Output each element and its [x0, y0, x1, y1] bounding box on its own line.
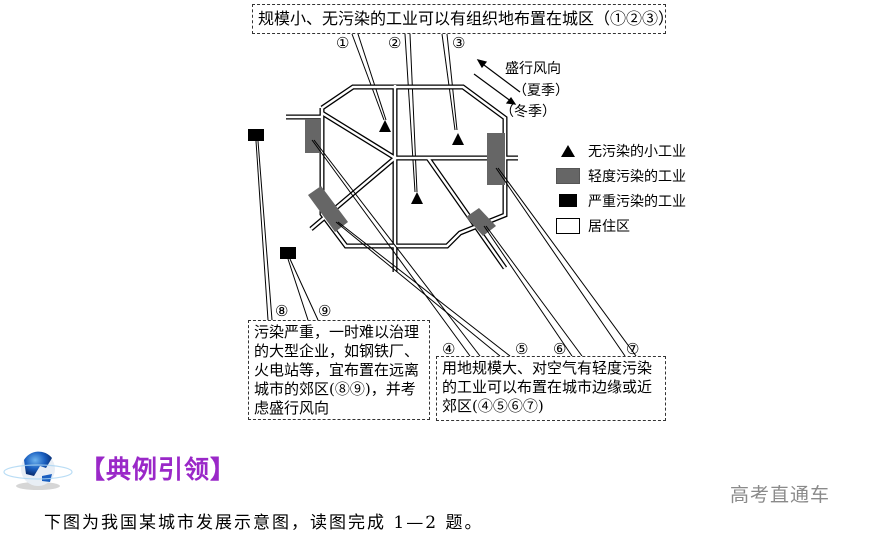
marker-4: ④	[442, 340, 456, 358]
legend-item-light-pollution: 轻度污染的工业	[556, 163, 686, 188]
marker-5: ⑤	[515, 340, 529, 358]
black-square-icon	[556, 193, 580, 209]
marker-3: ③	[452, 34, 466, 52]
section-header: 【典例引领】	[0, 448, 300, 493]
heavy-pollution-note: 污染严重，一时难以治理的大型企业，如钢铁厂、火电站等，宜布置在远离城市的郊区(⑧…	[248, 320, 430, 420]
small-clean-industry-triangles	[379, 120, 464, 204]
marker-1: ①	[336, 34, 350, 52]
light-pollution-note: 用地规模大、对空气有轻度污染的工业可以布置在城市边缘或近郊区(④⑤⑥⑦)	[436, 356, 666, 421]
small-clean-industry-note: 规模小、无污染的工业可以有组织地布置在城区（①②③）	[252, 4, 674, 34]
marker-7: ⑦	[626, 340, 640, 358]
wind-winter: （冬季）	[500, 104, 556, 120]
wind-title: 盛行风向	[505, 61, 561, 77]
marker-9: ⑨	[318, 302, 332, 320]
wind-summer: （夏季）	[513, 83, 569, 99]
legend-item-clean-industry: 无污染的小工业	[556, 138, 686, 163]
marker-2: ②	[388, 34, 402, 52]
white-square-icon	[556, 217, 580, 234]
marker-6: ⑥	[553, 340, 567, 358]
heavy-pollution-industry-blocks	[248, 129, 296, 259]
legend-item-residential: 居住区	[556, 213, 686, 238]
triangle-icon	[556, 143, 580, 159]
gray-square-icon	[556, 167, 580, 184]
leader-lines-bottom	[255, 139, 637, 357]
marker-8: ⑧	[275, 302, 289, 320]
top-note-text: 规模小、无污染的工业可以有组织地布置在城区（①②③）	[258, 9, 675, 28]
leader-lines-top	[351, 33, 458, 193]
city-industry-layout-map	[248, 33, 637, 357]
wind-arrows	[473, 59, 521, 105]
globe-icon	[3, 451, 73, 490]
watermark: 高考直通车	[730, 484, 831, 506]
light-pollution-industry-blocks	[305, 119, 505, 236]
section-title: 【典例引领】	[80, 455, 237, 484]
legend-item-heavy-pollution: 严重污染的工业	[556, 188, 686, 213]
legend: 无污染的小工业 轻度污染的工业 严重污染的工业 居住区	[556, 138, 686, 238]
question-text: 下图为我国某城市发展示意图，读图完成 1—2 题。	[44, 513, 484, 533]
roads	[286, 84, 518, 272]
